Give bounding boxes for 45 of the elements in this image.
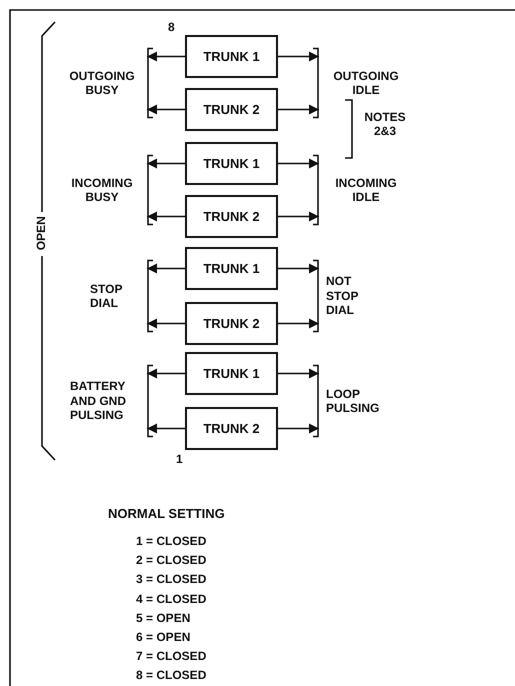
arrow	[278, 424, 319, 434]
trunk-box: TRUNK 2	[185, 195, 278, 238]
state-label: OUTGOING BUSY	[68, 68, 136, 98]
state-label: BATTERY AND GND PULSING	[70, 379, 127, 423]
state-label: STOP DIAL	[90, 282, 124, 310]
trunk-box: TRUNK 1	[185, 352, 278, 395]
bracket-label: OPEN	[34, 216, 48, 250]
arrow	[147, 212, 185, 222]
switch-number: 1	[176, 452, 183, 466]
heading: NORMAL SETTING	[108, 506, 225, 522]
arrow	[147, 424, 185, 434]
arrow	[278, 158, 319, 168]
state-label: INCOMING IDLE	[334, 176, 398, 204]
arrow	[278, 318, 319, 328]
setting-line: 6 = OPEN	[136, 630, 190, 644]
trunk-box: TRUNK 2	[185, 302, 278, 345]
trunk-box: TRUNK 1	[185, 35, 278, 78]
trunk-box: TRUNK 1	[185, 142, 278, 185]
arrow	[147, 318, 185, 328]
setting-line: 3 = CLOSED	[136, 572, 206, 587]
arrow	[147, 158, 185, 168]
arrow	[278, 368, 319, 378]
state-label: LOOP PULSING	[326, 386, 380, 416]
trunk-box: TRUNK 1	[185, 247, 278, 290]
arrow	[278, 264, 319, 274]
switch-number: 8	[168, 20, 175, 34]
arrow	[147, 52, 185, 62]
note-reference: NOTES 2&3	[363, 110, 407, 139]
setting-line: 5 = OPEN	[136, 610, 190, 626]
arrow	[278, 52, 319, 62]
trunk-box: TRUNK 2	[185, 88, 278, 131]
arrow	[147, 104, 185, 114]
arrow	[147, 264, 185, 274]
setting-line: 2 = CLOSED	[136, 553, 206, 568]
setting-line: 4 = CLOSED	[136, 592, 206, 606]
trunk-box: TRUNK 2	[185, 407, 278, 450]
state-label: OUTGOING IDLE	[332, 68, 400, 98]
arrow	[278, 104, 319, 114]
setting-line: 8 = CLOSED	[136, 668, 206, 683]
arrow	[278, 212, 319, 222]
state-label: INCOMING BUSY	[70, 176, 134, 204]
arrow	[147, 368, 185, 378]
state-label: NOT STOP DIAL	[326, 274, 360, 318]
setting-line: 1 = CLOSED	[136, 534, 206, 548]
setting-line: 7 = CLOSED	[136, 649, 206, 664]
